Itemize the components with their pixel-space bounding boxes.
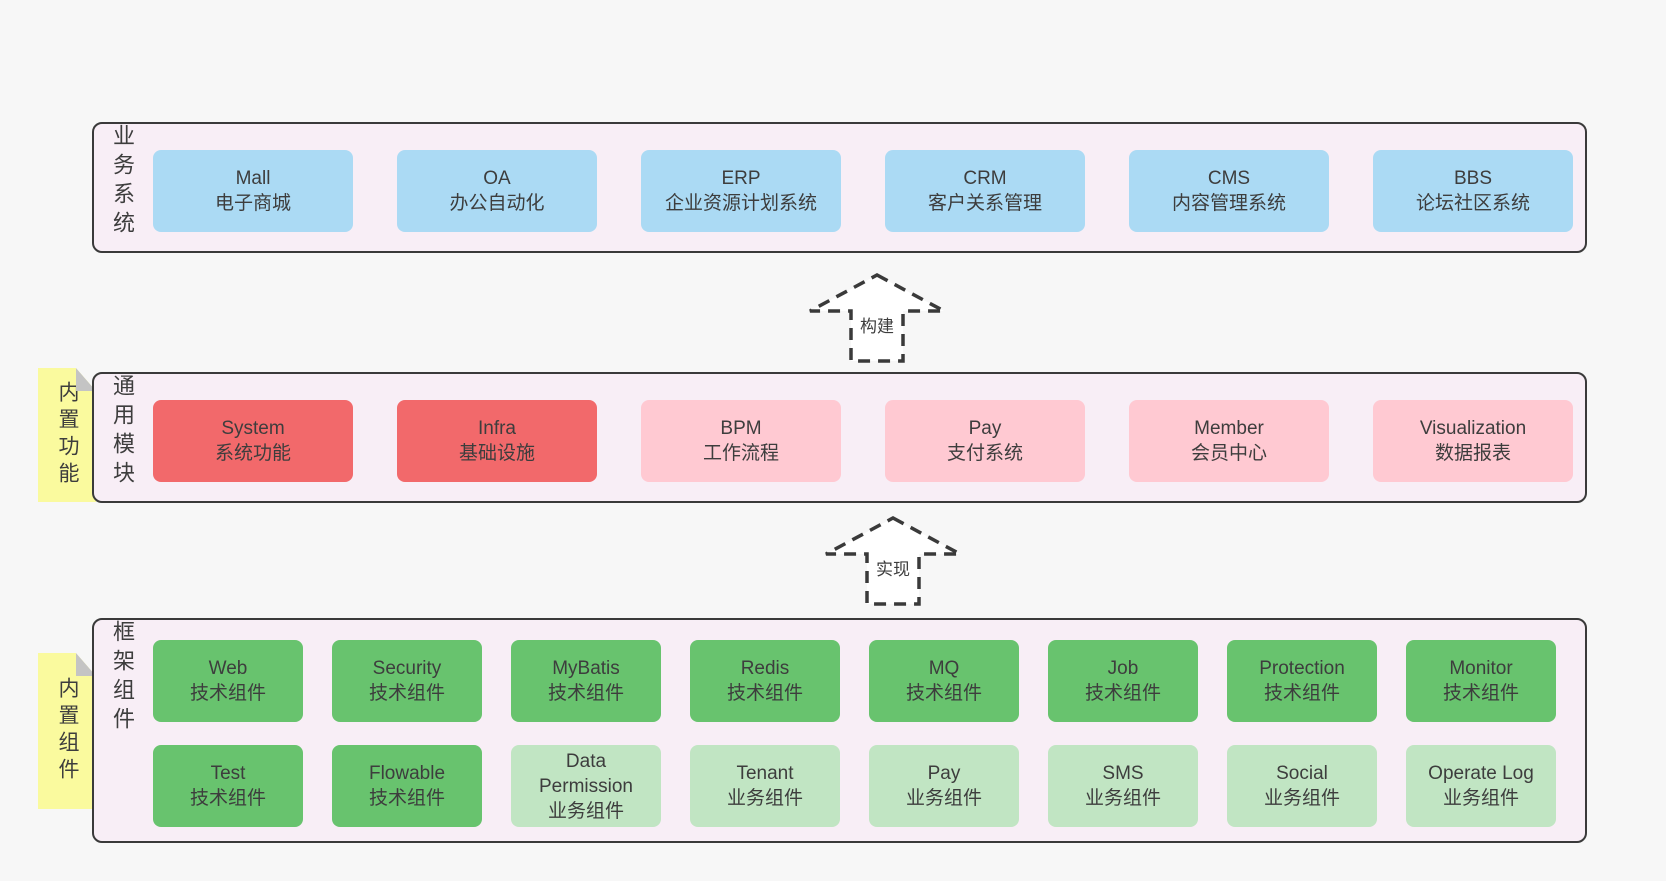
box-mall: Mall 电子商城 [153,150,353,232]
box-bpm: BPM 工作流程 [641,400,841,482]
box-erp: ERP 企业资源计划系统 [641,150,841,232]
arrow-label: 实现 [873,555,913,580]
sticky-label: 内置功能 [56,381,79,489]
box-cms: CMS 内容管理系统 [1129,150,1329,232]
box-pay-component: Pay 业务组件 [869,745,1019,827]
arrow-implement-icon: 实现 [823,515,963,607]
box-member: Member 会员中心 [1129,400,1329,482]
box-oa: OA 办公自动化 [397,150,597,232]
box-system: System 系统功能 [153,400,353,482]
box-protection: Protection 技术组件 [1227,640,1377,722]
box-pay-system: Pay 支付系统 [885,400,1085,482]
section-label-common-modules: 通用模块 [110,374,135,490]
box-visualization: Visualization 数据报表 [1373,400,1573,482]
sticky-note-builtin-components: 内置组件 [38,653,96,809]
box-mq: MQ 技术组件 [869,640,1019,722]
box-job: Job 技术组件 [1048,640,1198,722]
box-monitor: Monitor 技术组件 [1406,640,1556,722]
section-framework-components: 框架组件 Web 技术组件 Security 技术组件 MyBatis 技术组件… [92,618,1587,843]
arrow-label: 构建 [857,312,897,337]
box-sms: SMS 业务组件 [1048,745,1198,827]
box-test: Test 技术组件 [153,745,303,827]
box-operate-log: Operate Log 业务组件 [1406,745,1556,827]
section-common-modules: 通用模块 System 系统功能 Infra 基础设施 BPM 工作流程 Pay… [92,372,1587,503]
sticky-note-builtin-features: 内置功能 [38,368,96,502]
box-crm: CRM 客户关系管理 [885,150,1085,232]
box-security: Security 技术组件 [332,640,482,722]
section-business-systems: 业务系统 Mall 电子商城 OA 办公自动化 ERP 企业资源计划系统 CRM… [92,122,1587,253]
box-data-permission: Data Permission 业务组件 [511,745,661,827]
box-bbs: BBS 论坛社区系统 [1373,150,1573,232]
section-label-framework-components: 框架组件 [110,620,135,736]
box-mybatis: MyBatis 技术组件 [511,640,661,722]
box-infra: Infra 基础设施 [397,400,597,482]
box-tenant: Tenant 业务组件 [690,745,840,827]
box-social: Social 业务组件 [1227,745,1377,827]
section-label-business-systems: 业务系统 [110,124,135,240]
box-redis: Redis 技术组件 [690,640,840,722]
sticky-label: 内置组件 [56,677,79,785]
arrow-build-icon: 构建 [807,272,947,364]
box-web: Web 技术组件 [153,640,303,722]
box-flowable: Flowable 技术组件 [332,745,482,827]
